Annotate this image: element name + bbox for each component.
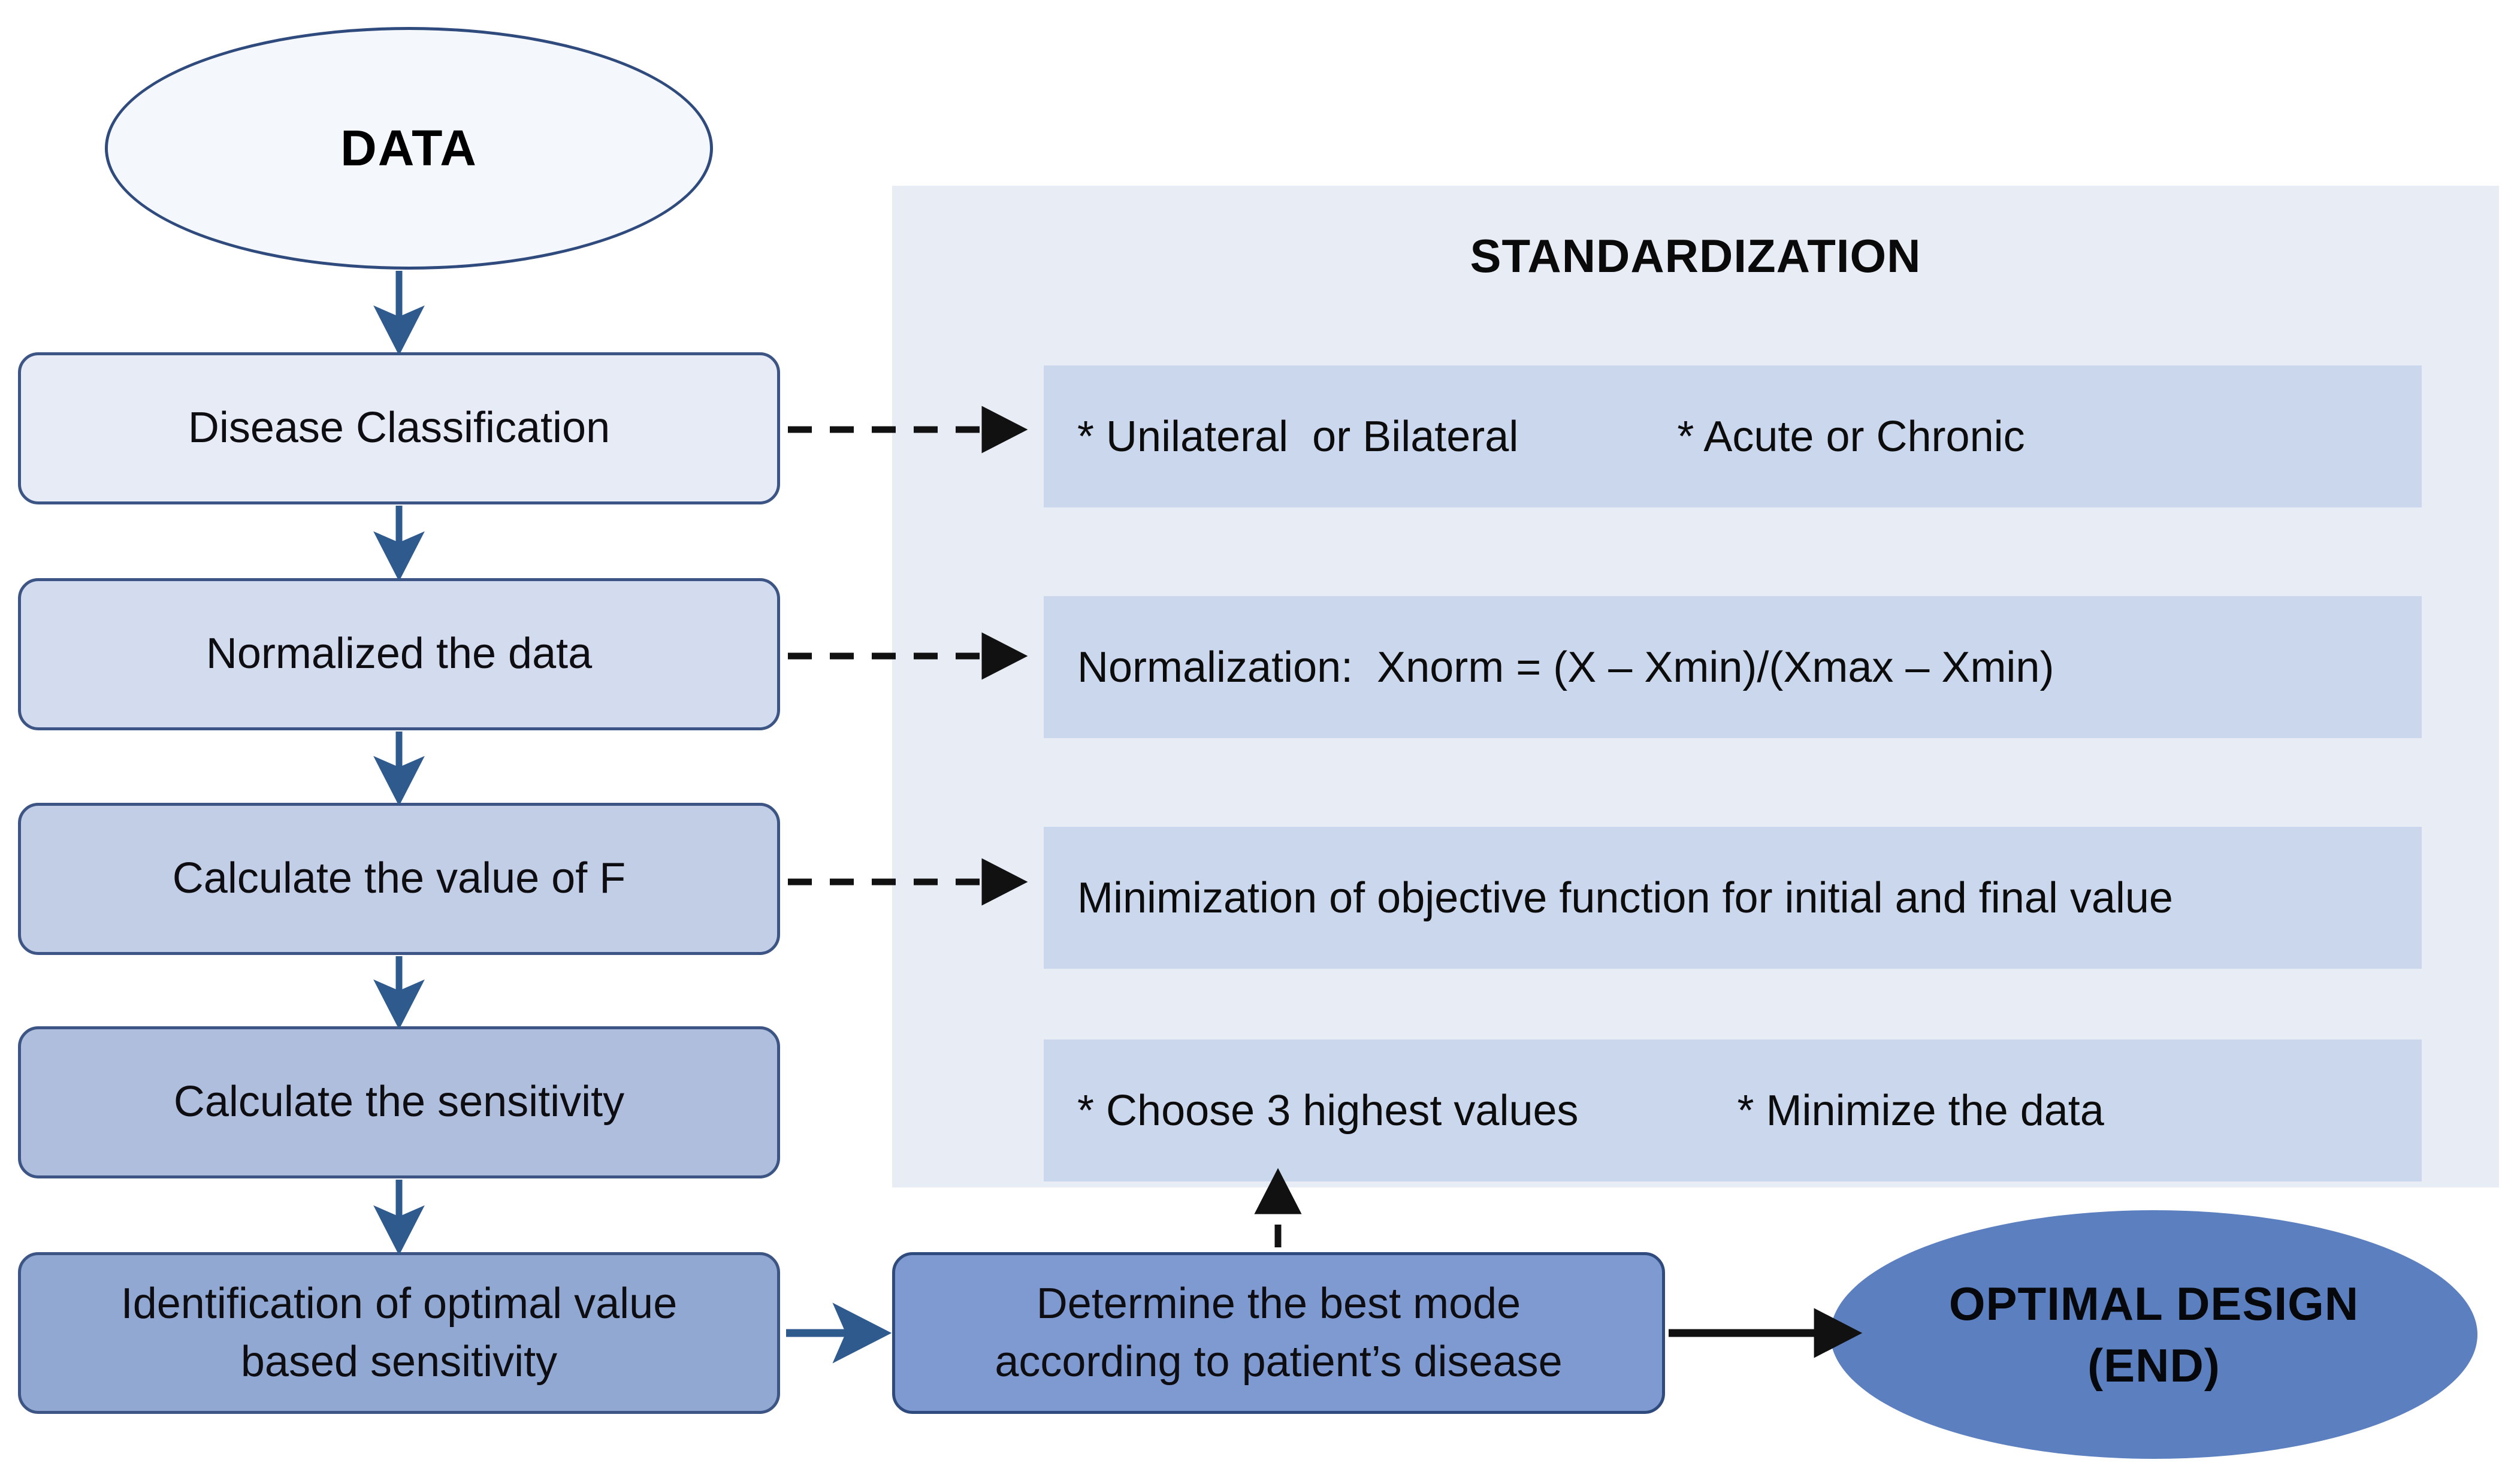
process-box-2-label: Normalized the data [206,630,593,678]
process-box-disease-classification: Disease Classification [18,352,780,504]
process-box-1-label: Disease Classification [188,404,611,452]
process-box-calculate-value-of-f: Calculate the value of F [18,803,780,955]
process-box-identification-optimal-value: Identification of optimal value based sen… [18,1252,780,1414]
standardization-row-4-item-2: * Minimize the data [1737,1086,2104,1135]
standardization-row-1-item-1: * Unilateral or Bilateral [1077,412,1519,461]
end-node-label: OPTIMAL DESIGN (END) [1949,1273,2359,1397]
minimization-description: Minimization of objective function for i… [1077,874,2173,922]
normalization-formula: Normalization: Xnorm = (X – Xmin)/(Xmax … [1077,643,2054,691]
standardization-row-2: Normalization: Xnorm = (X – Xmin)/(Xmax … [1044,596,2422,738]
standardization-row-1: * Unilateral or Bilateral * Acute or Chr… [1044,365,2422,507]
process-box-determine-best-mode: Determine the best mode according to pati… [892,1252,1665,1414]
standardization-row-1-item-2: * Acute or Chronic [1677,412,2025,461]
process-box-normalized-the-data: Normalized the data [18,578,780,730]
standardization-row-3: Minimization of objective function for i… [1044,827,2422,969]
start-node-label: DATA [340,120,478,176]
standardization-row-4: * Choose 3 highest values * Minimize the… [1044,1039,2422,1181]
end-node-optimal-design: OPTIMAL DESIGN (END) [1830,1210,2477,1459]
decision-step-line-1: Determine the best mode [1036,1279,1521,1328]
decision-step-label: Determine the best mode according to pati… [995,1275,1562,1391]
process-box-5-line-1: Identification of optimal value [120,1279,678,1328]
process-box-4-label: Calculate the sensitivity [173,1078,625,1126]
standardization-title: STANDARDIZATION [1470,229,1921,282]
process-box-calculate-sensitivity: Calculate the sensitivity [18,1026,780,1178]
process-box-5-label: Identification of optimal value based sen… [121,1275,678,1391]
standardization-row-4-item-1: * Choose 3 highest values [1077,1086,1579,1135]
start-node-data: DATA [105,27,713,270]
process-box-3-label: Calculate the value of F [172,854,626,903]
process-box-5-line-2: based sensitivity [240,1338,558,1386]
end-node-line-2: (END) [2087,1338,2220,1392]
end-node-line-1: OPTIMAL DESIGN [1948,1277,2359,1330]
decision-step-line-2: according to patient’s disease [995,1338,1563,1386]
